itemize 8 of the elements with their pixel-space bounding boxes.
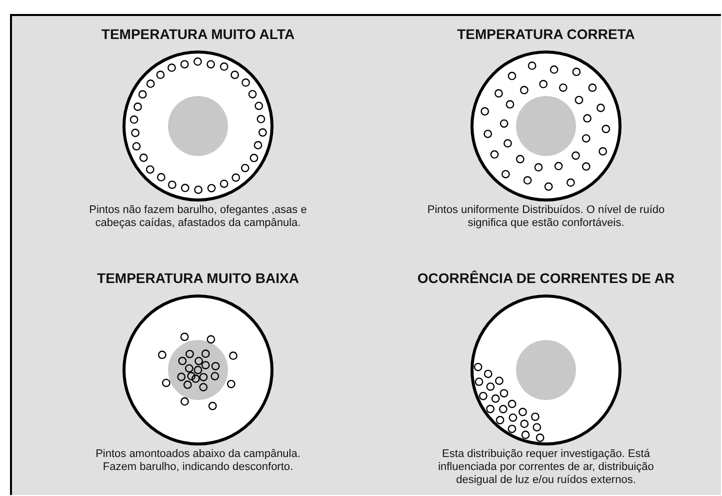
panel-heading: TEMPERATURA MUITO ALTA	[100, 26, 296, 42]
caption-text: Pintos não fazem barulho, ofegantes ,asas e cabeças caídas, afastados da campânula.	[88, 204, 308, 230]
panel-heading: TEMPERATURA MUITO BAIXA	[96, 270, 300, 286]
panel-heading: TEMPERATURA CORRETA	[456, 26, 636, 42]
caption-text: Esta distribuição requer investigação. Está influenciada por correntes de ar, distribuição desigual de luz e/ou ruídos externos.	[437, 448, 655, 487]
caption-text: Pintos amontoados abaixo da campânula. Fazem barulho, indicando desconforto.	[94, 448, 302, 474]
panel-heading: OCORRÊNCIA DE CORRENTES DE AR	[416, 270, 676, 286]
caption-text: Pintos uniformente Distribuídos. O nível de ruído significa que estão confortáveis.	[426, 204, 666, 230]
